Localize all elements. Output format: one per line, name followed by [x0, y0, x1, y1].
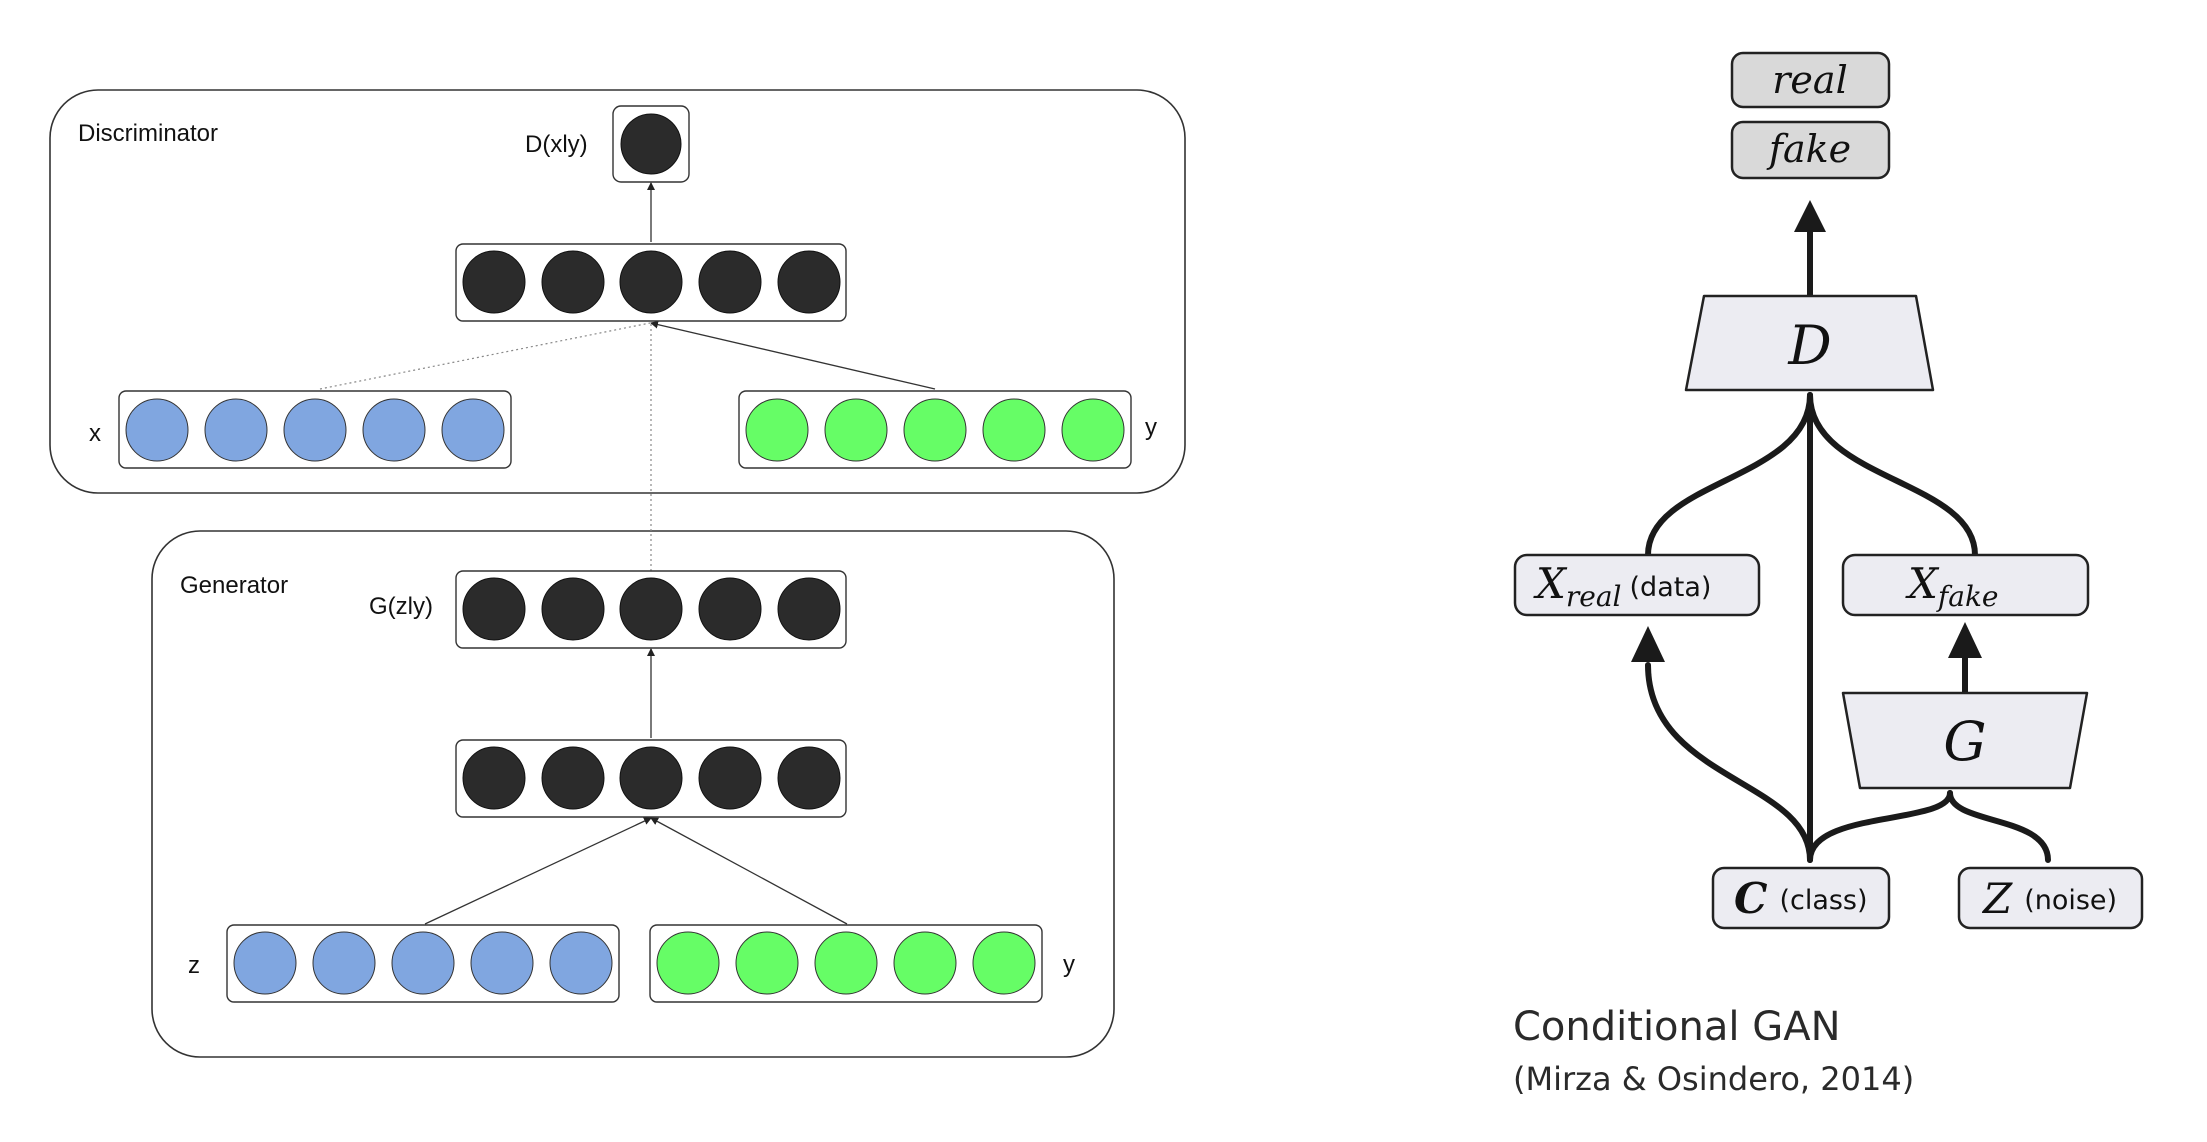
- y-gen-input-node: [972, 931, 1036, 995]
- y-gen-input-node: [656, 931, 720, 995]
- x-fake-box: [1841, 553, 2090, 617]
- z-input-node: [233, 931, 297, 995]
- y-disc-input-node: [1061, 398, 1125, 462]
- x-fake-label: Xfake: [1905, 559, 1999, 613]
- gen-hidden-node: [777, 746, 841, 810]
- gen-hidden-node: [698, 746, 762, 810]
- generator-block: [1841, 691, 2089, 790]
- d-to-output-arrowhead: [1794, 200, 1826, 232]
- discriminator-block-label: D: [1787, 314, 1831, 377]
- left-diagram: Discriminator Generator D(xly) x: [49, 89, 1186, 1058]
- output-real-box: [1730, 51, 1891, 109]
- z-to-gen-hidden-connection: [424, 817, 652, 925]
- output-fake-label: fake: [1766, 127, 1851, 171]
- x-input-node: [283, 398, 347, 462]
- y-to-gen-hidden-connection: [650, 817, 848, 925]
- caption-subtitle: (Mirza & Osindero, 2014): [1513, 1060, 1914, 1098]
- g-to-xfake-arrowhead: [1948, 622, 1982, 658]
- z-input-node: [470, 931, 534, 995]
- discriminator-panel: [49, 89, 1186, 494]
- y-gen-label: y: [1063, 951, 1075, 978]
- z-input-node: [549, 931, 613, 995]
- y-disc-input-node: [745, 398, 809, 462]
- class-to-xreal-arrowhead: [1631, 626, 1665, 662]
- disc-hidden-node: [541, 250, 605, 314]
- generator-panel: [151, 530, 1115, 1058]
- gen-hidden-node: [541, 746, 605, 810]
- noise-to-g-path: [1947, 790, 2051, 863]
- output-fake-box: [1730, 120, 1891, 180]
- x-real-box: [1513, 553, 1761, 617]
- x-input-node: [125, 398, 189, 462]
- z-label: z: [188, 952, 200, 979]
- class-box: [1711, 866, 1891, 930]
- y-to-disc-hidden-connection: [650, 320, 936, 390]
- x-real-label: Xreal(data): [1533, 559, 1711, 613]
- disc-hidden-node: [619, 250, 683, 314]
- gen-hidden-node: [619, 746, 683, 810]
- x-input-node: [362, 398, 426, 462]
- right-diagram: real fake D Xreal(data) Xfake: [1513, 51, 2144, 930]
- d-output-label: D(xly): [525, 131, 588, 158]
- d-to-xreal-path: [1645, 392, 1813, 558]
- gen-output-node: [698, 577, 762, 641]
- x-to-disc-hidden-connection: [319, 322, 651, 390]
- discriminator-block: [1684, 294, 1935, 392]
- noise-label: Z(noise): [1981, 874, 2117, 923]
- gen-output-node: [619, 577, 683, 641]
- gen-output-node: [541, 577, 605, 641]
- y-disc-input-node: [903, 398, 967, 462]
- discriminator-label: Discriminator: [78, 120, 218, 147]
- output-real-label: real: [1772, 58, 1847, 102]
- gen-hidden-node: [462, 746, 526, 810]
- d-to-xfake-path: [1807, 392, 1978, 558]
- x-input-node: [441, 398, 505, 462]
- class-to-xreal-path: [1645, 662, 1813, 863]
- x-label: x: [89, 420, 101, 447]
- y-disc-label: y: [1145, 414, 1157, 441]
- g-output-label: G(zly): [369, 593, 433, 620]
- class-label: C(class): [1734, 874, 1868, 923]
- y-disc-input-node: [824, 398, 888, 462]
- y-gen-input-node: [893, 931, 957, 995]
- d-output-node: [620, 113, 682, 175]
- y-gen-input-node: [814, 931, 878, 995]
- z-input-node: [312, 931, 376, 995]
- disc-hidden-node: [777, 250, 841, 314]
- disc-hidden-node: [462, 250, 526, 314]
- generator-label: Generator: [180, 572, 288, 599]
- noise-box: [1957, 866, 2144, 930]
- z-input-node: [391, 931, 455, 995]
- generator-block-label: G: [1943, 710, 1986, 773]
- y-disc-input-node: [982, 398, 1046, 462]
- gen-output-node: [777, 577, 841, 641]
- disc-hidden-node: [698, 250, 762, 314]
- class-to-g-path: [1807, 790, 1953, 863]
- y-gen-input-node: [735, 931, 799, 995]
- x-input-node: [204, 398, 268, 462]
- caption-title: Conditional GAN: [1513, 1004, 1841, 1050]
- gen-output-node: [462, 577, 526, 641]
